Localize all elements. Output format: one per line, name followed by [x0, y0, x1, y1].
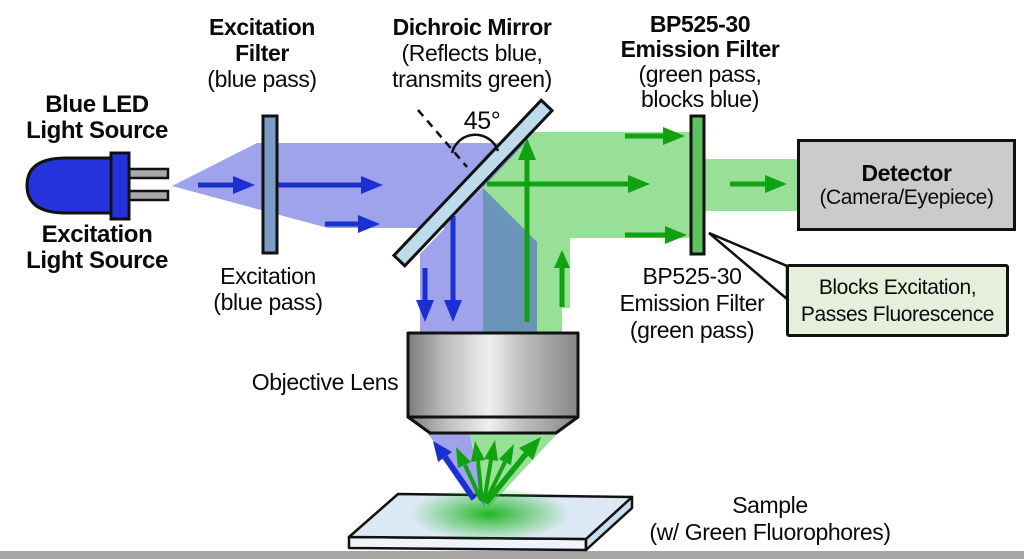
- dichroic-mirror-label: Dichroic Mirror (Reflects blue, transmit…: [392, 14, 552, 92]
- led-flange: [109, 151, 131, 221]
- excitation-filter-sub: (blue pass): [207, 66, 317, 92]
- blue-beam-vertical: [420, 188, 537, 335]
- emission-filter-label: BP525-30 Emission Filter (green pass, bl…: [621, 12, 780, 112]
- emission-filter-title2: Emission Filter: [620, 36, 780, 62]
- fluorophore-glow: [410, 487, 570, 541]
- sample-fan-arrows: [433, 437, 541, 505]
- mirror-normal-dashed-line: [417, 109, 468, 168]
- led-source-line2: Light Source: [26, 117, 168, 144]
- green-arrows: [487, 127, 787, 322]
- excitation-beam-line2: (blue pass): [213, 289, 323, 315]
- angle-45-label: 45°: [463, 107, 501, 135]
- excitation-filter-title2: Filter: [235, 40, 289, 66]
- sample-label: Sample (w/ Green Fluorophores): [649, 492, 891, 546]
- emission-caption-line3: (green pass): [629, 317, 755, 343]
- emission-filter-sub2: blocks blue): [641, 86, 759, 112]
- led-pin-top: [126, 167, 170, 180]
- angle-arc: [450, 133, 500, 154]
- dichroic-sub1: (Reflects blue,: [401, 40, 543, 66]
- led-body: [25, 156, 115, 215]
- led-pin-bottom: [126, 189, 170, 202]
- excitation-filter-label: Excitation Filter (blue pass): [207, 14, 317, 92]
- sample-line2: (w/ Green Fluorophores): [649, 519, 891, 545]
- dichroic-title: Dichroic Mirror: [392, 14, 552, 40]
- emission-filter-sub1: (green pass,: [638, 61, 762, 87]
- excitation-beam-line1: Excitation: [220, 263, 316, 289]
- dichroic-mirror: [391, 98, 555, 268]
- excitation-source-line1: Excitation: [41, 221, 153, 248]
- emission-caption-line2: Emission Filter: [619, 290, 765, 316]
- detector-box: Detector (Camera/Eyepiece): [797, 139, 1016, 231]
- blue-arrows: [198, 176, 462, 322]
- emission-filter-caption: BP525-30 Emission Filter (green pass): [620, 263, 765, 344]
- callout-box: Blocks Excitation, Passes Fluorescence: [786, 264, 1009, 337]
- emission-caption-line1: BP525-30: [642, 263, 742, 289]
- excitation-source-line2: Light Source: [26, 247, 168, 274]
- photo-bottom-edge: [0, 551, 1024, 559]
- emission-filter-glass: [689, 114, 706, 256]
- objective-lens: [406, 331, 580, 435]
- emission-filter-title1: BP525-30: [649, 11, 751, 37]
- detector-sub: (Camera/Eyepiece): [819, 186, 994, 209]
- excitation-beam-label: Excitation (blue pass): [213, 263, 323, 315]
- led-source-line1: Blue LED: [45, 91, 149, 118]
- excitation-filter-glass: [261, 114, 279, 255]
- dichroic-sub2: transmits green): [392, 66, 552, 92]
- led-light-source: [25, 151, 170, 221]
- callout-line1: Blocks Excitation,: [818, 275, 977, 299]
- objective-body: [406, 331, 580, 419]
- led-source-label: Blue LED Light Source: [26, 92, 168, 144]
- excitation-filter-title1: Excitation: [209, 14, 315, 40]
- sample-line1: Sample: [732, 492, 808, 518]
- objective-nose: [406, 415, 580, 435]
- detector-title: Detector: [861, 160, 952, 186]
- objective-lens-label: Objective Lens: [251, 369, 399, 395]
- callout-line2: Passes Fluorescence: [800, 302, 995, 326]
- excitation-source-label: Excitation Light Source: [26, 222, 168, 274]
